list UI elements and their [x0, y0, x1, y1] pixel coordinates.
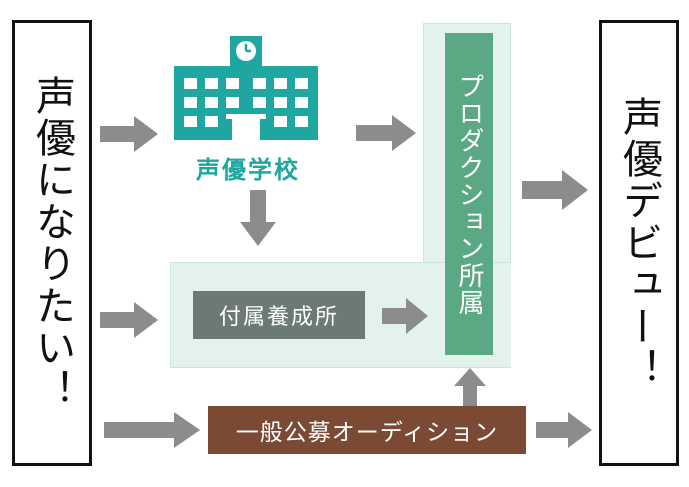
arrow-audition-to-debut [536, 410, 594, 450]
arrow-to-school [100, 114, 160, 154]
training-school-label: 付属養成所 [193, 291, 365, 339]
school-building-icon [172, 30, 320, 142]
voice-actor-debut-box: 声優デビュー！ [599, 20, 679, 466]
voice-actor-debut-text: 声優デビュー！ [616, 96, 662, 390]
arrow-to-audition [104, 410, 202, 450]
arrow-training-to-production [382, 296, 430, 336]
production-label: プロダクション所属 [445, 33, 493, 355]
arrow-school-to-production [356, 113, 418, 153]
want-to-be-voice-actor-box: 声優になりたい！ [12, 20, 92, 466]
arrow-school-to-training [238, 190, 278, 248]
open-audition-label: 一般公募オーディション [208, 406, 526, 454]
arrow-production-to-debut [522, 168, 590, 212]
arrow-to-training [100, 300, 160, 340]
want-to-be-voice-actor-text: 声優になりたい！ [29, 75, 75, 411]
arrow-audition-to-production [452, 368, 488, 406]
school-label: 声優学校 [196, 156, 300, 184]
